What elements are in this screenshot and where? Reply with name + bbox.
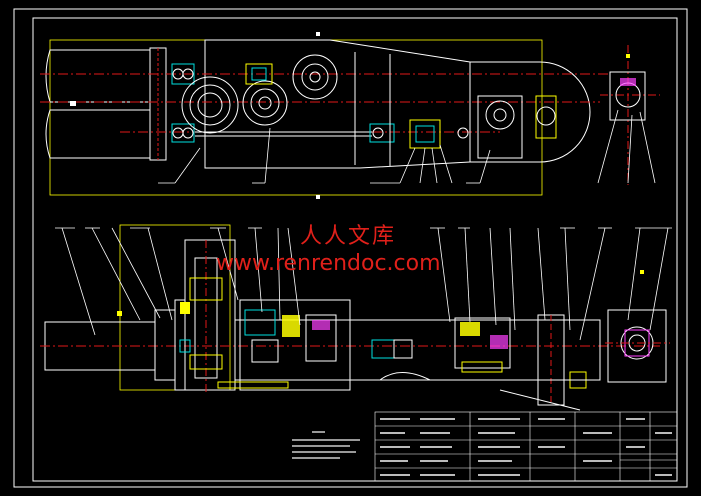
end-view-top <box>597 45 660 185</box>
bearing-icon <box>245 63 273 85</box>
inner-border <box>32 17 678 482</box>
gear-icon <box>292 54 338 100</box>
left-jaw-lower <box>45 109 151 159</box>
sprocket-icon <box>477 95 523 159</box>
housing-outline <box>204 39 591 169</box>
left-jaw <box>45 49 151 103</box>
technical-notes <box>292 431 360 459</box>
bearing-icon <box>371 339 413 359</box>
gear-icon <box>282 314 337 362</box>
outer-border <box>13 8 688 488</box>
sprocket-icon <box>537 314 587 406</box>
end-view-front <box>605 270 670 383</box>
gear-icon <box>189 277 223 370</box>
front-view <box>40 224 672 411</box>
bearing-icon <box>244 309 279 363</box>
bearing-icon <box>369 123 395 143</box>
gearbox-block <box>409 119 441 149</box>
gear-icon <box>242 80 288 126</box>
bearing-icon <box>171 123 195 143</box>
title-block <box>374 411 678 482</box>
bearing-icon <box>171 63 195 85</box>
main-housing <box>234 319 601 381</box>
gear-icon <box>454 317 511 373</box>
gear-icon <box>181 76 239 134</box>
top-view <box>40 32 610 199</box>
top-view-envelope <box>49 39 543 196</box>
vertical-housing <box>184 239 236 391</box>
